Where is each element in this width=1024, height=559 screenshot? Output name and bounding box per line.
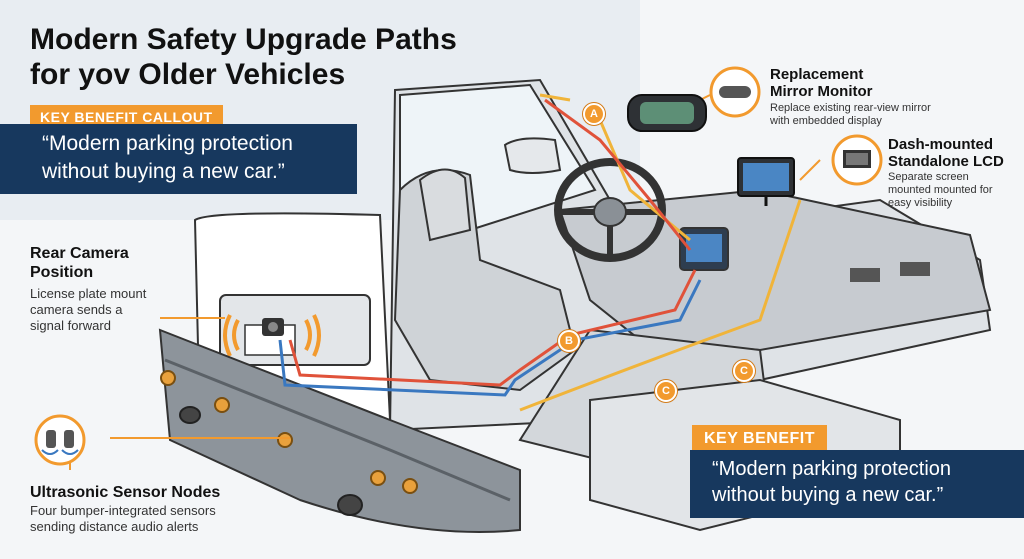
benefit-quote-line-1: “Modern parking protection (712, 458, 952, 480)
key-benefit-quote: “Modern parking protection without buyin… (690, 450, 1024, 518)
lcd-title-line-1: Dash-mounted (888, 136, 993, 153)
mirror-monitor-desc: Replace existing rear-view mirror with e… (770, 102, 931, 128)
benefit-quote-line-2: without buying a new car.” (712, 484, 944, 506)
lcd-desc-line-2: mounted mounted for (888, 184, 993, 196)
lcd-desc-line-3: easy visibility (888, 197, 953, 209)
title-line-1: Modern Safety Upgrade Paths (30, 23, 457, 56)
path-marker-a: A (583, 103, 605, 125)
key-benefit-callout-quote: “Modern parking protection without buyin… (0, 124, 357, 194)
camera-title-line-1: Rear Camera (30, 245, 129, 262)
sensor-nodes-title: Ultrasonic Sensor Nodes (30, 484, 221, 501)
ultrasonic-sensor-icon (34, 414, 86, 466)
path-marker-c-1: C (655, 380, 677, 402)
page-title: Modern Safety Upgrade Paths for yov Olde… (30, 22, 457, 92)
key-benefit-badge: KEY BENEFIT (692, 425, 827, 453)
camera-desc-line-3: signal forward (30, 318, 111, 333)
path-marker-b: B (558, 330, 580, 352)
camera-desc-line-2: camera sends a (30, 302, 123, 317)
lcd-title-line-2: Standalone LCD (888, 153, 1004, 170)
lcd-desc-line-1: Separate screen (888, 171, 969, 183)
path-marker-c-2: C (733, 360, 755, 382)
callout-quote-line-1: “Modern parking protection (42, 132, 293, 155)
ultrasonic-sensor-dots (160, 370, 418, 494)
dash-lcd-title: Dash-mounted Standalone LCD (888, 136, 1004, 170)
camera-desc-line-1: License plate mount (30, 286, 147, 301)
dash-lcd-desc: Separate screen mounted mounted for easy… (888, 171, 993, 210)
title-line-2: for yov Older Vehicles (30, 58, 346, 91)
sensor-nodes-desc: Four bumper-integrated sensors sending d… (30, 503, 216, 535)
mirror-title-line-1: Replacement (770, 66, 864, 83)
sensor-desc-line-1: Four bumper-integrated sensors (30, 503, 216, 518)
mirror-monitor-title: Replacement Mirror Monitor (770, 66, 873, 100)
mirror-desc-line-1: Replace existing rear-view mirror (770, 102, 931, 114)
mirror-title-line-2: Mirror Monitor (770, 83, 873, 100)
callout-quote-line-2: without buying a new car.” (42, 160, 285, 183)
rear-camera-desc: License plate mount camera sends a signa… (30, 286, 146, 334)
camera-title-line-2: Position (30, 264, 94, 281)
mirror-desc-line-2: with embedded display (770, 115, 882, 127)
sensor-desc-line-2: sending distance audio alerts (30, 519, 199, 534)
rear-camera-title: Rear Camera Position (30, 244, 129, 282)
